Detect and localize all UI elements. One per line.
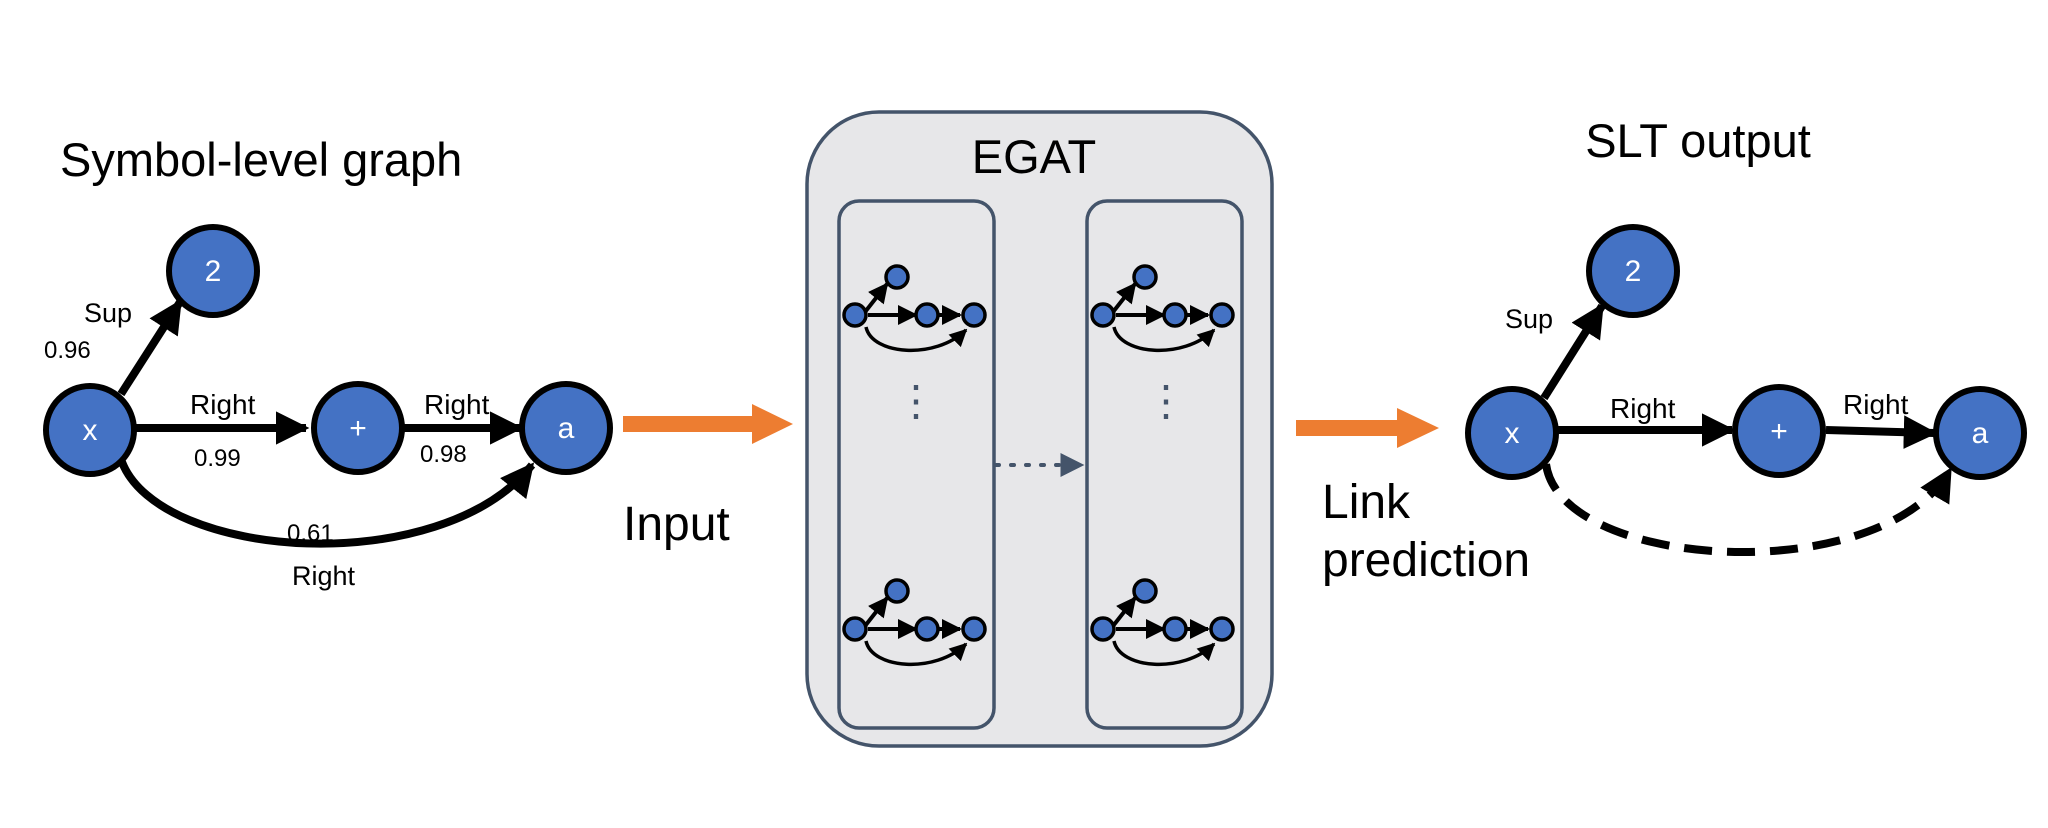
egat-layer-2 <box>1085 199 1244 730</box>
edge-score-right-1: 0.99 <box>194 445 241 472</box>
slt-edge-sup <box>1540 303 1606 401</box>
slt-node-two: 2 <box>1586 224 1680 318</box>
node-two-label: 2 <box>205 255 222 288</box>
edge-score-right-2: 0.98 <box>420 441 467 468</box>
slt-node-x-label: x <box>1505 417 1520 450</box>
edge-label-right-2: Right <box>424 389 490 420</box>
input-arrow-shaft <box>623 416 755 432</box>
slt-node-a: a <box>1933 386 2027 480</box>
node-plus: + <box>311 381 405 475</box>
egat-block: EGAT ⋮ ⋮ <box>805 110 1274 748</box>
node-x-label: x <box>83 414 98 447</box>
edge-label-right-3: Right <box>292 561 356 591</box>
link-prediction-label-line2: prediction <box>1322 534 1530 587</box>
mini-graph-layer-1-top <box>842 264 987 352</box>
slt-edge-predicted <box>1542 463 1954 556</box>
slt-output-title: SLT output <box>1585 114 1811 167</box>
edge-label-sup: Sup <box>84 298 132 328</box>
input-arrow-head <box>752 404 793 444</box>
slt-node-a-label: a <box>1972 417 1989 450</box>
slt-edge-label-right-2: Right <box>1843 389 1909 420</box>
slt-output-graph: SLT output Sup Right Right 2 x + a <box>1465 114 2027 556</box>
node-a: a <box>519 381 613 475</box>
layer-1-vertical-dots: ⋮ <box>895 377 937 424</box>
slt-edge-label-sup: Sup <box>1505 304 1553 334</box>
slt-node-plus: + <box>1732 384 1826 478</box>
edge-label-right-1: Right <box>190 389 256 420</box>
slt-edge-label-right-1: Right <box>1610 393 1676 424</box>
egat-container <box>805 110 1274 748</box>
node-plus-label: + <box>349 412 367 445</box>
edge-score-right-3: 0.61 <box>287 520 334 547</box>
slt-node-two-label: 2 <box>1625 255 1642 288</box>
egat-layer-1 <box>837 199 996 730</box>
output-arrow-shaft <box>1296 420 1400 436</box>
input-flow: Input <box>623 404 793 551</box>
egat-title: EGAT <box>972 130 1096 183</box>
symbol-graph-title: Symbol-level graph <box>60 133 462 186</box>
output-arrow-head <box>1397 408 1439 448</box>
slt-node-x: x <box>1465 386 1559 480</box>
symbol-level-graph: Symbol-level graph Sup 0.96 Right 0.99 R… <box>43 133 613 591</box>
link-prediction-label-line1: Link <box>1322 476 1411 529</box>
slt-node-plus-label: + <box>1770 415 1788 448</box>
slt-edge-right-plus-a <box>1825 415 1938 449</box>
node-x: x <box>43 383 137 477</box>
edge-sup <box>117 299 184 397</box>
edge-right-x-a <box>118 460 536 548</box>
input-label: Input <box>623 498 730 551</box>
link-prediction-flow: Link prediction <box>1296 408 1530 587</box>
node-two: 2 <box>166 224 260 318</box>
edge-score-sup: 0.96 <box>44 337 91 364</box>
node-a-label: a <box>558 412 575 445</box>
layer-2-vertical-dots: ⋮ <box>1145 377 1187 424</box>
